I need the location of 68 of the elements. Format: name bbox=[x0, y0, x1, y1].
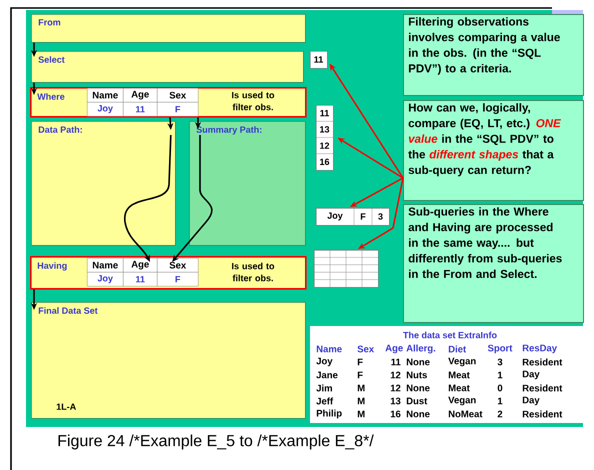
value-box: 11 bbox=[310, 51, 328, 69]
table-cell: Name bbox=[87, 88, 124, 102]
table-cell: F bbox=[157, 272, 198, 286]
column-header: Sport bbox=[488, 344, 512, 354]
caption: Figure 24 /*Example E_5 to /*Example E_8*/ bbox=[58, 434, 374, 450]
data-value: F bbox=[358, 358, 363, 366]
data-value: Meat bbox=[448, 372, 470, 378]
data-value: Vegan bbox=[448, 358, 476, 366]
column-header: Diet bbox=[448, 346, 466, 352]
data-value: 2 bbox=[498, 410, 502, 418]
table-cell: Sex bbox=[157, 258, 198, 272]
table-icon bbox=[314, 250, 379, 288]
table-cell: Name bbox=[87, 258, 124, 272]
value-box: 11 13 12 16 bbox=[316, 105, 334, 171]
data-value: 12 bbox=[390, 372, 400, 378]
data-value: 13 bbox=[390, 398, 400, 404]
row-box: Joy F 3 bbox=[316, 208, 390, 226]
table-cell: Joy bbox=[87, 102, 124, 116]
data-value: None bbox=[406, 410, 430, 418]
note-box: Filtering observations involves comparing a value in the obs. (in the “SQL PDV”) to a criteria. bbox=[403, 14, 584, 96]
data-value: 11 bbox=[391, 358, 401, 366]
data-value: Resident bbox=[522, 358, 562, 366]
process-box: Final Data Set 1L-A bbox=[31, 302, 306, 419]
table-cell: Joy bbox=[87, 272, 124, 286]
data-value: None bbox=[406, 384, 430, 392]
data-value: Joy bbox=[316, 358, 333, 366]
note-box: How can we, logically, compare (EQ, LT, etc.) ONE value in the “SQL PDV” to the different shapes that a sub-query can return? bbox=[403, 100, 584, 201]
process-box: From bbox=[31, 14, 306, 43]
data-value: Jim bbox=[316, 384, 332, 392]
data-value: NoMeat bbox=[448, 410, 482, 418]
process-box: Data Path: bbox=[31, 121, 176, 246]
data-value: F bbox=[358, 372, 363, 378]
column-header: Name bbox=[316, 346, 342, 352]
data-value: Vegan bbox=[448, 396, 476, 406]
column-header: Age bbox=[385, 344, 403, 354]
table-cell: Sex bbox=[157, 88, 198, 102]
column-header: Sex bbox=[357, 346, 374, 352]
process-box: Summary Path: bbox=[189, 121, 306, 246]
process-box: Select bbox=[31, 51, 304, 83]
table-cell: 11 bbox=[123, 102, 158, 116]
data-value: M bbox=[358, 384, 364, 392]
data-value: None bbox=[406, 358, 430, 366]
data-value: Philip bbox=[316, 410, 342, 418]
data-value: Day bbox=[522, 370, 540, 380]
table-cell: Age bbox=[123, 258, 158, 272]
data-value: 1 bbox=[498, 398, 502, 404]
data-value: 12 bbox=[390, 384, 400, 392]
data-value: Day bbox=[522, 396, 540, 406]
table-cell: Age bbox=[123, 88, 158, 102]
data-value: 3 bbox=[498, 358, 502, 366]
data-value: Nuts bbox=[406, 372, 427, 378]
table-cell: 11 bbox=[123, 272, 158, 286]
data-value: Jeff bbox=[316, 398, 334, 404]
data-value: M bbox=[358, 410, 364, 418]
data-value: Dust bbox=[406, 398, 428, 404]
table-cell: F bbox=[157, 102, 198, 116]
data-value: 0 bbox=[498, 384, 502, 392]
data-value: Resident bbox=[522, 410, 562, 418]
data-value: Jane bbox=[316, 372, 338, 378]
data-value: 16 bbox=[390, 410, 400, 418]
data-value: Resident bbox=[522, 384, 562, 392]
data-value: 1 bbox=[498, 372, 502, 378]
data-value: M bbox=[358, 398, 364, 404]
data-value: Meat bbox=[448, 384, 470, 392]
note-box: Sub-queries in the Where and Having are processed in the same way.... but differently from sub-queries in the From and Select. bbox=[403, 204, 584, 323]
column-header: Allerg. bbox=[406, 344, 436, 354]
column-header: ResDay bbox=[522, 344, 557, 354]
table-title: The data set ExtraInfo bbox=[403, 332, 497, 338]
